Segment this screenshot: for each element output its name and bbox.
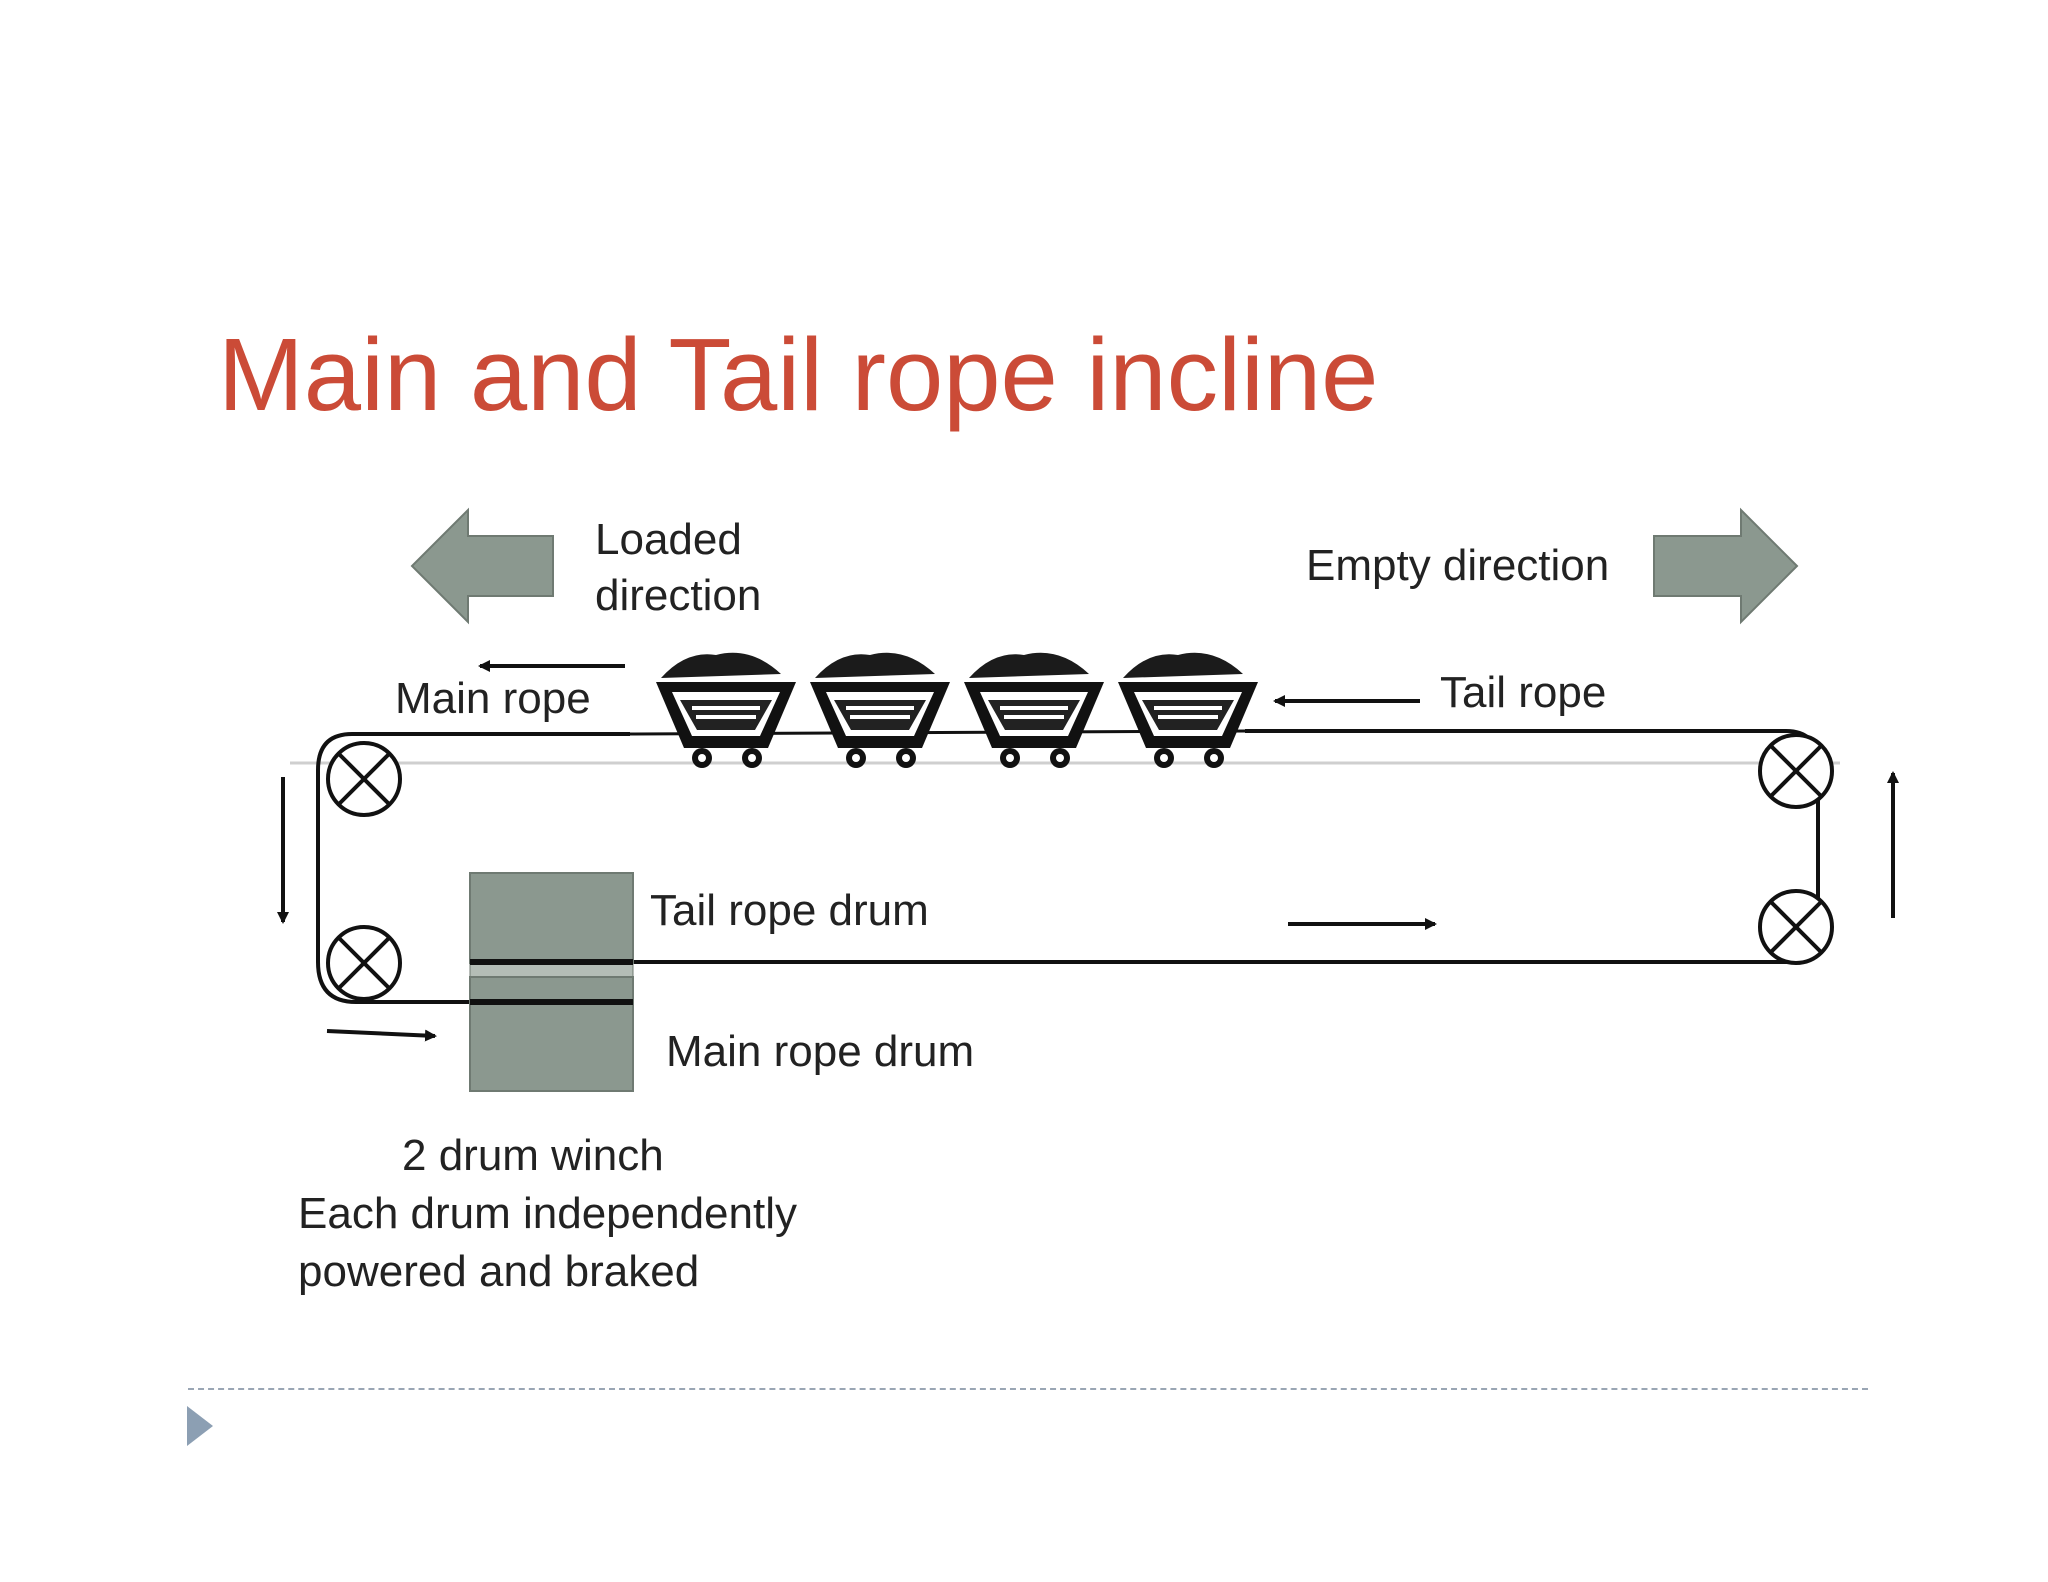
footer-divider xyxy=(188,1388,1868,1390)
mine-car-icon xyxy=(962,650,1106,770)
sheave-top-right xyxy=(1758,733,1834,809)
winch-label-line2: Each drum independently xyxy=(298,1189,797,1238)
tail-rope-drum-label: Tail rope drum xyxy=(650,886,929,935)
loaded-direction-label-line1: Loaded xyxy=(595,515,742,564)
slide-title: Main and Tail rope incline xyxy=(218,317,1379,432)
sheave-top-left xyxy=(326,741,402,817)
loaded-direction-arrow-icon xyxy=(410,507,554,625)
winch-drums xyxy=(469,872,634,1092)
loaded-direction-label-line2: direction xyxy=(595,571,761,620)
empty-direction-label: Empty direction xyxy=(1306,541,1609,590)
main-rope-label: Main rope xyxy=(395,674,591,723)
winch-label-line1: 2 drum winch xyxy=(402,1131,664,1180)
mine-car-icon xyxy=(654,650,798,770)
main-rope-drum xyxy=(469,976,634,1092)
tail-rope-drum xyxy=(469,872,634,964)
mine-car-icon xyxy=(1116,650,1260,770)
triangle-right-icon xyxy=(187,1406,213,1446)
mine-car-icon xyxy=(808,650,952,770)
sheave-bottom-right xyxy=(1758,889,1834,965)
sheave-bottom-left xyxy=(326,925,402,1001)
winch-label-line3: powered and braked xyxy=(298,1247,699,1296)
main-rope xyxy=(316,732,634,1004)
empty-direction-arrow-icon xyxy=(1653,507,1799,625)
drum-separator xyxy=(469,962,634,978)
main-rope-drum-label: Main rope drum xyxy=(666,1027,974,1076)
main-rope-return-arrow xyxy=(326,1029,437,1042)
tail-rope-label: Tail rope xyxy=(1440,668,1606,717)
